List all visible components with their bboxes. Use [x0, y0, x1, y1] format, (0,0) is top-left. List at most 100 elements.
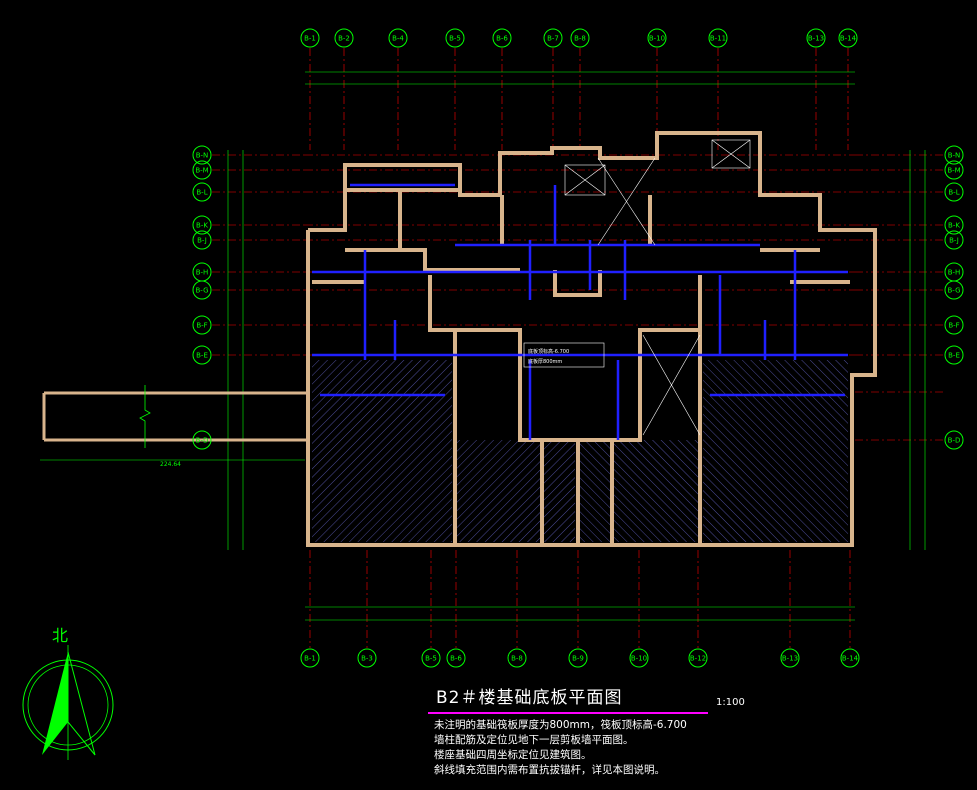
svg-text:B-K: B-K — [948, 222, 960, 230]
svg-text:B-M: B-M — [947, 167, 960, 175]
axis-bubble-right: B-K — [944, 215, 964, 235]
axis-bubble-right: B-F — [944, 315, 964, 335]
axis-bubble-bottom: B-12 — [688, 648, 708, 668]
svg-text:B-L: B-L — [948, 189, 959, 197]
svg-text:B-J: B-J — [949, 237, 959, 245]
axis-bubble-bottom: B-9 — [568, 648, 588, 668]
axis-bubble-bottom: B-8 — [507, 648, 527, 668]
axis-bubble-left: B-N — [192, 145, 212, 165]
note-item: 未注明的基础筏板厚度为800mm，筏板顶标高-6.700 — [434, 719, 687, 731]
svg-text:B-14: B-14 — [842, 655, 859, 663]
axis-bubble-left: B-L — [192, 182, 212, 202]
axis-bubble-bottom: B-3 — [357, 648, 377, 668]
note-item: 楼座基础四周坐标定位见建筑图。 — [434, 749, 592, 761]
svg-text:B-4: B-4 — [392, 35, 404, 43]
axis-bubble-bottom: B-5 — [421, 648, 441, 668]
svg-text:B-F: B-F — [196, 322, 207, 330]
svg-text:B-3: B-3 — [361, 655, 373, 663]
corridor-length-label: 224.64 — [160, 461, 181, 468]
center-note: 底板顶标高-6.700 底板厚800mm — [523, 342, 605, 368]
corridor — [42, 391, 308, 442]
grid-lines — [212, 48, 944, 648]
notes-list: 未注明的基础筏板厚度为800mm，筏板顶标高-6.700 墙柱配筋及定位见地下一… — [434, 718, 687, 778]
axis-bubble-top: B-6 — [492, 28, 512, 48]
svg-text:B-6: B-6 — [450, 655, 462, 663]
svg-text:B-D: B-D — [196, 437, 209, 445]
axis-bubble-right: B-G — [944, 280, 964, 300]
axis-bubble-top: B-11 — [708, 28, 728, 48]
svg-text:B-D: B-D — [948, 437, 961, 445]
svg-text:B-2: B-2 — [338, 35, 350, 43]
svg-text:B-14: B-14 — [840, 35, 857, 43]
svg-text:B-E: B-E — [196, 352, 208, 360]
axis-bubble-left: B-J — [192, 230, 212, 250]
axis-bubble-right: B-J — [944, 230, 964, 250]
axis-bubble-top: B-2 — [334, 28, 354, 48]
svg-text:B-N: B-N — [948, 152, 961, 160]
svg-text:B-13: B-13 — [782, 655, 798, 663]
foundation-beams — [312, 183, 848, 440]
svg-text:B-1: B-1 — [304, 655, 316, 663]
svg-text:B-F: B-F — [948, 322, 959, 330]
svg-text:B-10: B-10 — [631, 655, 647, 663]
title-block: B2＃楼基础底板平面图 — [436, 683, 622, 708]
svg-text:B-8: B-8 — [511, 655, 523, 663]
svg-text:B-8: B-8 — [574, 35, 586, 43]
svg-text:B-H: B-H — [196, 269, 209, 277]
axis-bubble-bottom: B-10 — [629, 648, 649, 668]
axis-bubble-right: B-M — [944, 160, 964, 180]
axis-bubble-top: B-13 — [806, 28, 826, 48]
axis-bubble-left: B-F — [192, 315, 212, 335]
svg-text:B-E: B-E — [948, 352, 960, 360]
axis-bubble-top: B-4 — [388, 28, 408, 48]
title-underline — [428, 712, 708, 714]
svg-text:B-10: B-10 — [649, 35, 665, 43]
svg-text:B-1: B-1 — [304, 35, 316, 43]
axis-bubble-right: B-L — [944, 182, 964, 202]
axis-bubble-bottom: B-13 — [780, 648, 800, 668]
svg-text:B-5: B-5 — [449, 35, 461, 43]
center-note-2: 底板厚800mm — [528, 358, 562, 365]
axis-bubble-right: B-E — [944, 345, 964, 365]
axis-bubble-top: B-1 — [300, 28, 320, 48]
svg-text:B-K: B-K — [196, 222, 208, 230]
note-item: 墙柱配筋及定位见地下一层剪板墙平面图。 — [434, 734, 634, 746]
axis-bubble-top: B-14 — [838, 28, 858, 48]
axis-bubble-left: B-G — [192, 280, 212, 300]
svg-text:B-J: B-J — [197, 237, 207, 245]
axis-bubble-left: B-K — [192, 215, 212, 235]
svg-text:B-M: B-M — [195, 167, 208, 175]
svg-text:B-N: B-N — [196, 152, 209, 160]
svg-text:B-12: B-12 — [690, 655, 706, 663]
drawing-scale: 1:100 — [716, 697, 745, 708]
svg-text:B-G: B-G — [195, 287, 208, 295]
axis-bubble-left: B-E — [192, 345, 212, 365]
axis-bubble-right: B-N — [944, 145, 964, 165]
note-item: 斜线填充范围内需布置抗拔锚杆，详见本图说明。 — [434, 764, 665, 776]
svg-text:B-13: B-13 — [808, 35, 824, 43]
svg-text:B-9: B-9 — [572, 655, 584, 663]
svg-text:B-5: B-5 — [425, 655, 437, 663]
axis-bubble-top: B-5 — [445, 28, 465, 48]
svg-text:B-G: B-G — [947, 287, 960, 295]
axis-bubble-bottom: B-6 — [446, 648, 466, 668]
north-arrow-icon — [22, 645, 114, 760]
dimension-lines — [40, 71, 926, 621]
north-label: 北 — [52, 626, 69, 645]
svg-text:B-7: B-7 — [547, 35, 559, 43]
axis-bubble-left: B-D — [192, 430, 212, 450]
drawing-title: B2＃楼基础底板平面图 — [436, 688, 623, 708]
break-line-icon — [139, 385, 151, 448]
axis-bubble-left: B-H — [192, 262, 212, 282]
axis-bubble-bottom: B-14 — [840, 648, 860, 668]
hatched-anchor-zones — [312, 360, 848, 542]
svg-text:B-6: B-6 — [496, 35, 508, 43]
foundation-walls — [306, 131, 877, 547]
axis-bubble-right: B-D — [944, 430, 964, 450]
axis-bubble-right: B-H — [944, 262, 964, 282]
svg-text:B-L: B-L — [196, 189, 207, 197]
shaft-openings — [564, 139, 751, 436]
axis-bubble-bottom: B-1 — [300, 648, 320, 668]
